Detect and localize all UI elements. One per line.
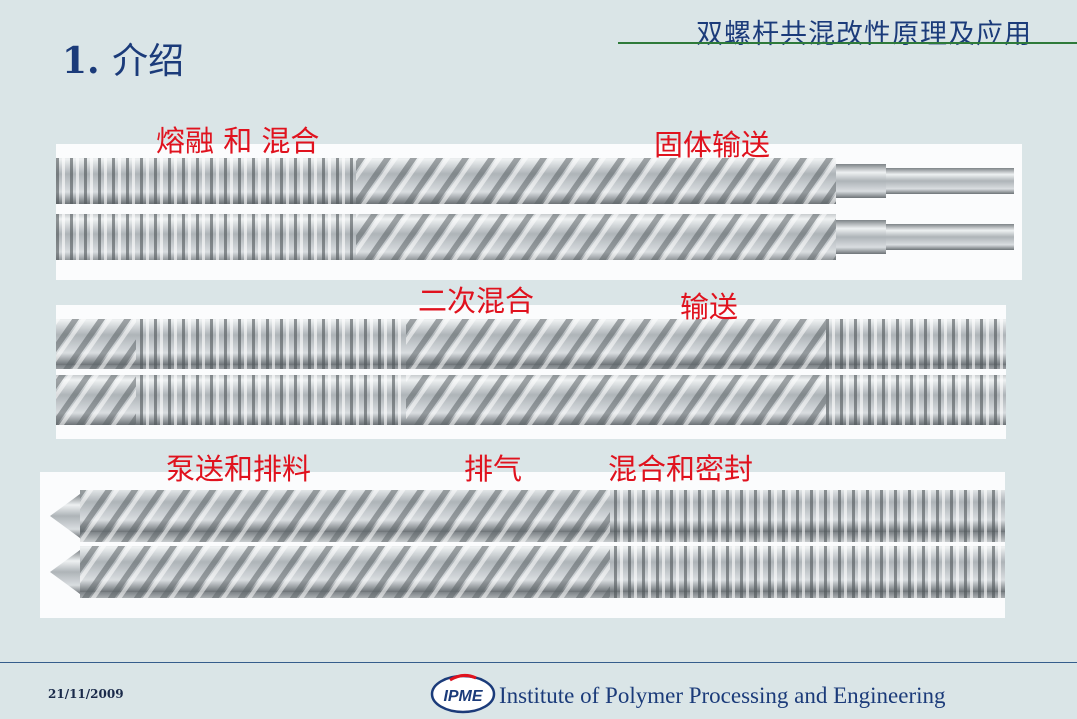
footer-rule [0,662,1077,663]
label-mixing-sealing: 混合和密封 [608,452,754,486]
screw-image-3 [40,472,1005,618]
header-rule [618,42,1077,44]
ipme-logo: IPME [430,670,496,714]
twin-screw-image [50,490,1005,598]
logo-text: IPME [443,688,483,705]
label-secondary-mixing: 二次混合 [418,284,535,318]
label-pumping-discharge: 泵送和排料 [166,452,312,486]
section-heading: 介绍 [112,41,185,82]
label-melting-mixing: 熔融 和 混合 [156,124,320,158]
screw-image-1 [56,144,1022,280]
section-number: 1. [62,40,100,82]
label-venting: 排气 [464,452,523,486]
header-title: 双螺杆共混改性原理及应用 [696,19,1032,50]
footer-date: 21/11/2009 [48,687,124,701]
institute-name: Institute of Polymer Processing and Engi… [499,683,946,708]
twin-screw-image [56,158,1014,260]
screw-image-2 [56,305,1006,439]
twin-screw-image [56,319,1006,425]
label-conveying: 输送 [680,290,739,324]
section-title: 1. 介绍 [62,32,184,84]
label-solid-conveying: 固体输送 [654,128,771,162]
